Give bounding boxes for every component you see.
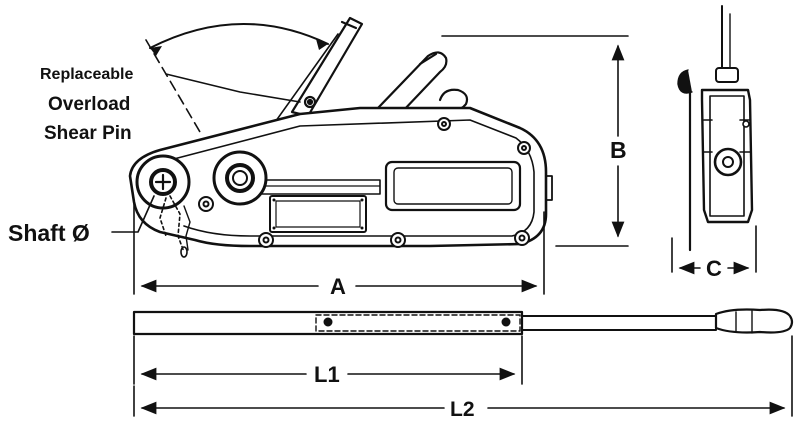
callout-shaft: Shaft Ø: [8, 220, 90, 246]
lever-handle: [290, 16, 364, 118]
dimension-b: [441, 35, 629, 247]
dimension-label-a: A: [328, 274, 348, 299]
anchor-shaft: [135, 154, 191, 210]
callout-replaceable: Replaceable: [40, 66, 134, 83]
pin-chain: [159, 195, 191, 258]
hoist-body: [128, 106, 553, 248]
dimension-label-b: B: [608, 137, 629, 163]
dimension-l1: [133, 335, 523, 385]
shear-pin-leader: [165, 73, 301, 103]
shaft-leader: [111, 195, 155, 233]
callout-overload: Overload: [48, 94, 131, 115]
dimension-label-l1: L1: [312, 362, 342, 387]
dimension-label-l2: L2: [448, 398, 477, 421]
telescopic-handle: [132, 308, 794, 336]
dimension-label-c: C: [704, 256, 724, 281]
front-view: [671, 5, 757, 273]
pivot-hub: [212, 150, 268, 206]
reverse-handle: [376, 51, 469, 114]
dimension-a: [133, 199, 545, 295]
callout-shear-pin: Shear Pin: [44, 123, 132, 144]
body-bolts: [198, 117, 531, 248]
dimension-l2: [133, 335, 793, 417]
